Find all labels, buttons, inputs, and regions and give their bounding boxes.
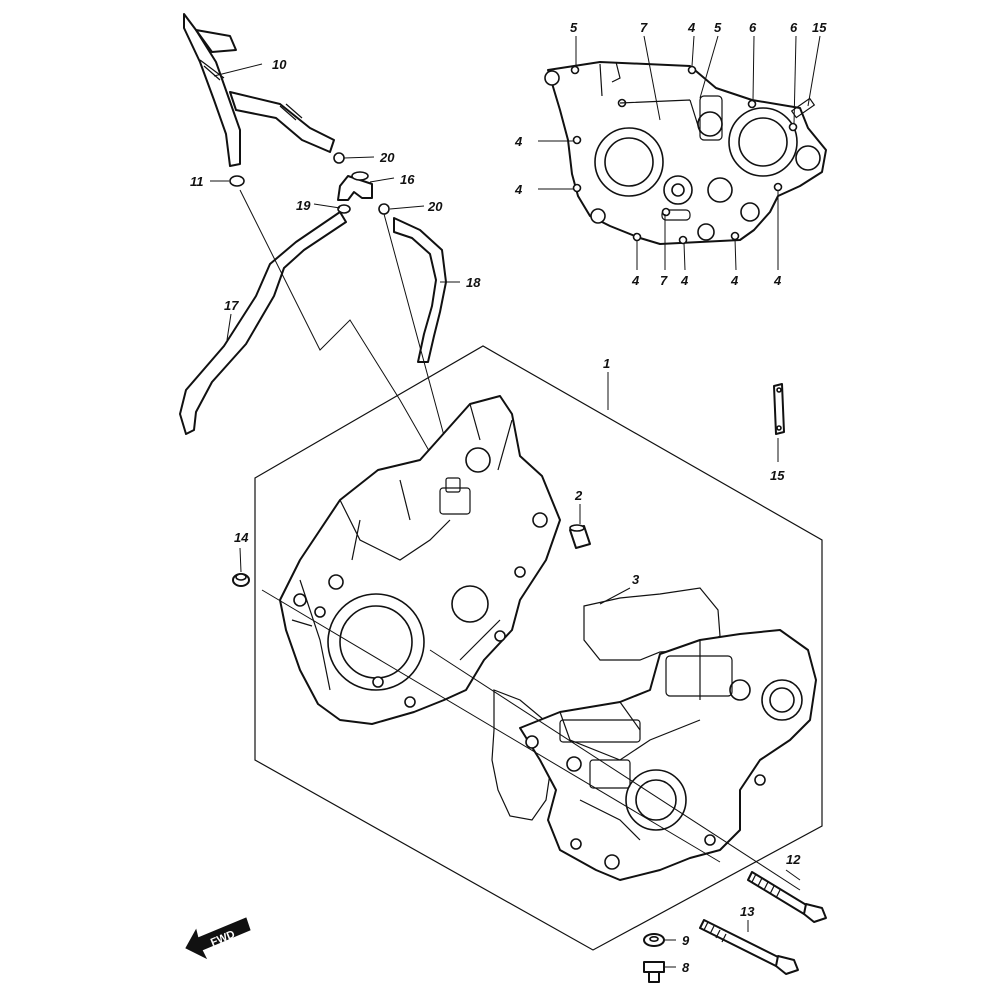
breather-hose-18	[393, 217, 447, 363]
callout-labels: 1 2 3 5 7 4 5 6 6 15 4 4 4 7 4 4 4 10 11…	[190, 20, 827, 975]
clamp-19	[337, 204, 351, 214]
crankcase-inner-view	[544, 61, 827, 245]
callout-13: 13	[740, 904, 755, 919]
t-joint-16	[337, 171, 373, 201]
breather-hose-10	[183, 13, 335, 167]
callout-14: 14	[234, 530, 249, 545]
callout-5-a: 5	[570, 20, 578, 35]
hose-clamp-11	[229, 175, 245, 187]
callout-6-b: 6	[790, 20, 798, 35]
clamp-20-lower	[378, 203, 390, 215]
callout-4-d: 4	[631, 273, 640, 288]
clip-15	[773, 383, 785, 435]
callout-8: 8	[682, 960, 690, 975]
dowel-pin-2	[569, 524, 591, 549]
plug-14	[232, 573, 250, 587]
callout-2: 2	[574, 488, 583, 503]
callout-4-c: 4	[514, 182, 523, 197]
callout-4-a: 4	[687, 20, 696, 35]
callout-10: 10	[272, 57, 287, 72]
callout-9: 9	[682, 933, 690, 948]
fwd-arrow-icon: FWD	[185, 917, 251, 960]
bolt-8	[643, 961, 665, 983]
callout-20-a: 20	[379, 150, 395, 165]
callout-1: 1	[603, 356, 610, 371]
crankcase-left	[279, 395, 561, 725]
callout-6-a: 6	[749, 20, 757, 35]
washer-9	[643, 933, 665, 947]
bolt-12	[747, 871, 827, 923]
callout-3: 3	[632, 572, 640, 587]
callout-15-b: 15	[770, 468, 785, 483]
callout-4-g: 4	[773, 273, 782, 288]
callout-7-b: 7	[660, 273, 668, 288]
callout-20-b: 20	[427, 199, 443, 214]
callout-15-a: 15	[812, 20, 827, 35]
callout-18: 18	[466, 275, 481, 290]
callout-4-f: 4	[730, 273, 739, 288]
callout-4-b: 4	[514, 134, 523, 149]
clamp-20-upper	[333, 152, 345, 164]
callout-12: 12	[786, 852, 801, 867]
callout-17: 17	[224, 298, 239, 313]
leader-lines	[210, 35, 821, 968]
callout-7-a: 7	[640, 20, 648, 35]
bolt-13	[699, 919, 799, 975]
crankcase-right	[519, 629, 817, 881]
callout-11: 11	[190, 174, 204, 189]
callout-5-b: 5	[714, 20, 722, 35]
callout-19: 19	[296, 198, 311, 213]
breather-hose-17	[179, 211, 347, 435]
callout-4-e: 4	[680, 273, 689, 288]
assembly-boundary	[254, 345, 823, 951]
callout-16: 16	[400, 172, 415, 187]
